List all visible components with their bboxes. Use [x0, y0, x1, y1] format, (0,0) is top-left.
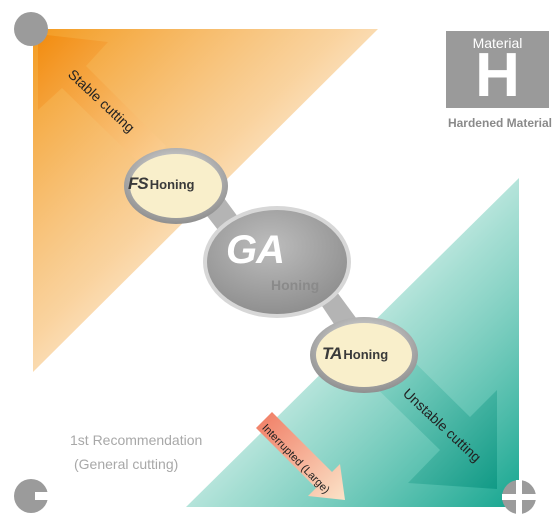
ta-honing-label: Honing: [343, 347, 389, 362]
ta-honing: TA Honing: [322, 344, 388, 364]
material-badge-caption: Hardened Material: [447, 116, 553, 130]
fs-honing: FS Honing: [128, 174, 195, 194]
interrupted-arrow: [256, 412, 345, 500]
material-badge-letter: H: [475, 41, 520, 110]
ta-ellipse: [316, 323, 412, 387]
stable-arrow: [38, 34, 166, 168]
recommendation-subtitle: (General cutting): [74, 456, 179, 472]
material-badge: Material H: [446, 31, 549, 108]
corner-cross-v: [516, 480, 522, 514]
recommendation-title: 1st Recommendation: [70, 432, 203, 448]
ga-ellipse: [207, 210, 347, 314]
ga-honing-label: Honing: [271, 277, 320, 293]
fs-ellipse: [130, 154, 222, 218]
ta-brand: TA: [322, 344, 342, 363]
corner-circle-bottom-left: [14, 479, 48, 513]
fs-brand: FS: [128, 174, 149, 193]
fs-honing-label: Honing: [149, 177, 195, 192]
ga-brand: GA: [226, 228, 285, 272]
corner-notch: [35, 492, 49, 500]
corner-circle-top-left: [14, 12, 48, 46]
material-badge-title: Material: [472, 35, 523, 51]
